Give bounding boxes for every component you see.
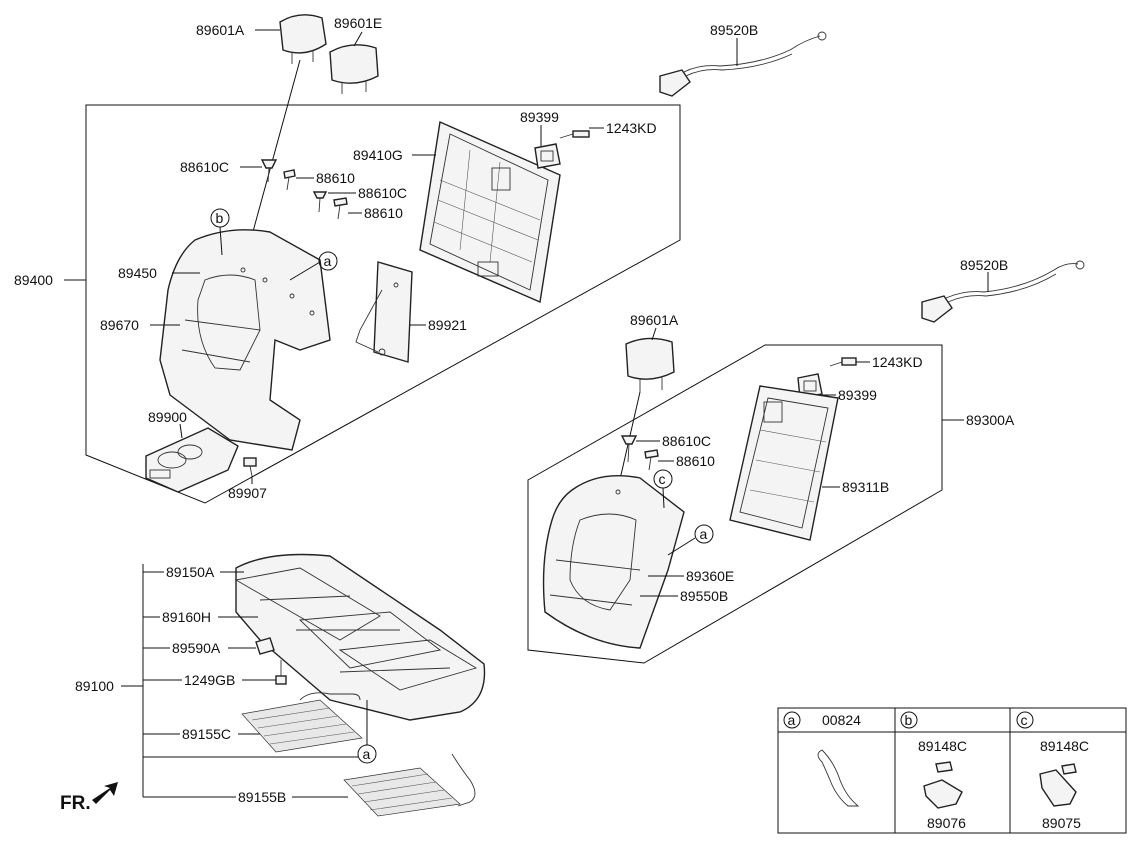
bolt-1243KD-top[interactable] [559,130,590,139]
label-89590A[interactable]: 89590A [172,640,221,656]
callout-a-left[interactable] [318,251,338,271]
legend-a-wire[interactable] [817,749,860,807]
legend-table: a 00824 b 89148C 89076 c 89148C 89075 [777,707,1127,834]
callout-c-right-text: c [659,471,666,487]
label-89160H[interactable]: 89160H [162,609,211,625]
group-89400-outline [85,104,681,504]
label-1249GB[interactable]: 1249GB [184,672,235,688]
legend-c-letter: c [1021,712,1028,728]
label-89907[interactable]: 89907 [228,485,267,501]
module-89590A[interactable] [255,637,275,655]
label-88610C-right[interactable]: 88610C [662,433,711,449]
callout-b-left-text: b [216,210,224,226]
label-89399-right[interactable]: 89399 [838,387,877,403]
label-88610-1[interactable]: 88610 [316,170,355,186]
label-89155C[interactable]: 89155C [182,726,231,742]
seatback-cover-89670[interactable] [159,229,331,451]
clip-88610C-2[interactable] [312,191,328,213]
legend-b-top[interactable]: 89148C [918,738,967,754]
label-89399-top[interactable]: 89399 [520,109,559,125]
fr-label: FR. [60,793,91,814]
clip-88610C-1[interactable] [260,159,278,183]
bracket-89399-right[interactable] [797,373,823,399]
label-89400[interactable]: 89400 [14,272,53,288]
callout-a-right-text: a [700,526,708,542]
legend-c-clip[interactable] [1039,763,1077,807]
front-direction-arrow: FR. [60,782,118,814]
callout-a-left-text: a [324,253,332,269]
legend-b-letter: b [905,712,913,728]
legend-c-top[interactable]: 89148C [1040,738,1089,754]
bolt-1249GB[interactable] [275,660,287,685]
label-88610C-1[interactable]: 88610C [180,159,229,175]
bracket-89399-top[interactable] [534,143,561,169]
clip-88610-2[interactable] [333,197,348,220]
heater-mat-89155B[interactable] [343,753,476,817]
clip-88610C-right[interactable] [620,435,638,463]
headrest-89601E[interactable] [329,44,379,94]
clip-88610-right[interactable] [644,449,659,471]
legend-a-part[interactable]: 00824 [822,712,861,728]
label-89311B[interactable]: 89311B [842,479,889,495]
cable-89520B-right[interactable] [921,260,1085,323]
label-89100[interactable]: 89100 [75,678,114,694]
callout-a-right[interactable] [694,524,714,544]
seat-cushion[interactable] [234,553,486,721]
label-89520B-right[interactable]: 89520B [960,257,1008,273]
group-89300A-outline [527,344,943,664]
bolt-1243KD-right[interactable] [829,357,857,367]
label-89520B-top[interactable]: 89520B [710,22,758,38]
label-88610C-2[interactable]: 88610C [358,185,407,201]
headrest-89601A-top[interactable] [279,14,327,64]
label-89360E[interactable]: 89360E [686,568,734,584]
label-89150A[interactable]: 89150A [166,564,215,580]
label-89155B[interactable]: 89155B [238,789,286,805]
clip-88610-1[interactable] [283,169,296,191]
label-1243KD-right[interactable]: 1243KD [872,354,923,370]
armrest-89900[interactable] [145,427,239,493]
cable-89520B-top[interactable] [659,31,827,97]
legend-b-bottom[interactable]: 89076 [927,815,966,831]
label-89670[interactable]: 89670 [100,317,139,333]
label-89450[interactable]: 89450 [118,265,157,281]
bolt-89907[interactable] [243,457,257,477]
label-88610-right[interactable]: 88610 [676,453,715,469]
legend-a-letter: a [788,712,796,728]
guard-89921[interactable] [355,261,413,363]
seatback-cover-89360E[interactable] [542,475,685,649]
label-88610-2[interactable]: 88610 [364,205,403,221]
label-89601E[interactable]: 89601E [334,15,382,31]
legend-b-clip[interactable] [923,761,963,809]
label-89900[interactable]: 89900 [148,409,187,425]
headrest-89601A-right[interactable] [625,337,675,392]
label-89300A[interactable]: 89300A [966,412,1015,428]
label-89921[interactable]: 89921 [428,317,467,333]
label-89601A-top[interactable]: 89601A [196,22,245,38]
label-89601A-right[interactable]: 89601A [630,312,679,328]
frame-89311B[interactable] [729,385,839,541]
label-89550B[interactable]: 89550B [680,588,728,604]
label-1243KD-top[interactable]: 1243KD [606,120,657,136]
legend-c-bottom[interactable]: 89075 [1042,815,1081,831]
callout-a-seat-text: a [363,746,371,762]
heater-mat-89155C[interactable] [241,692,363,753]
label-89410G[interactable]: 89410G [353,147,403,163]
frame-89410G[interactable] [419,120,561,304]
